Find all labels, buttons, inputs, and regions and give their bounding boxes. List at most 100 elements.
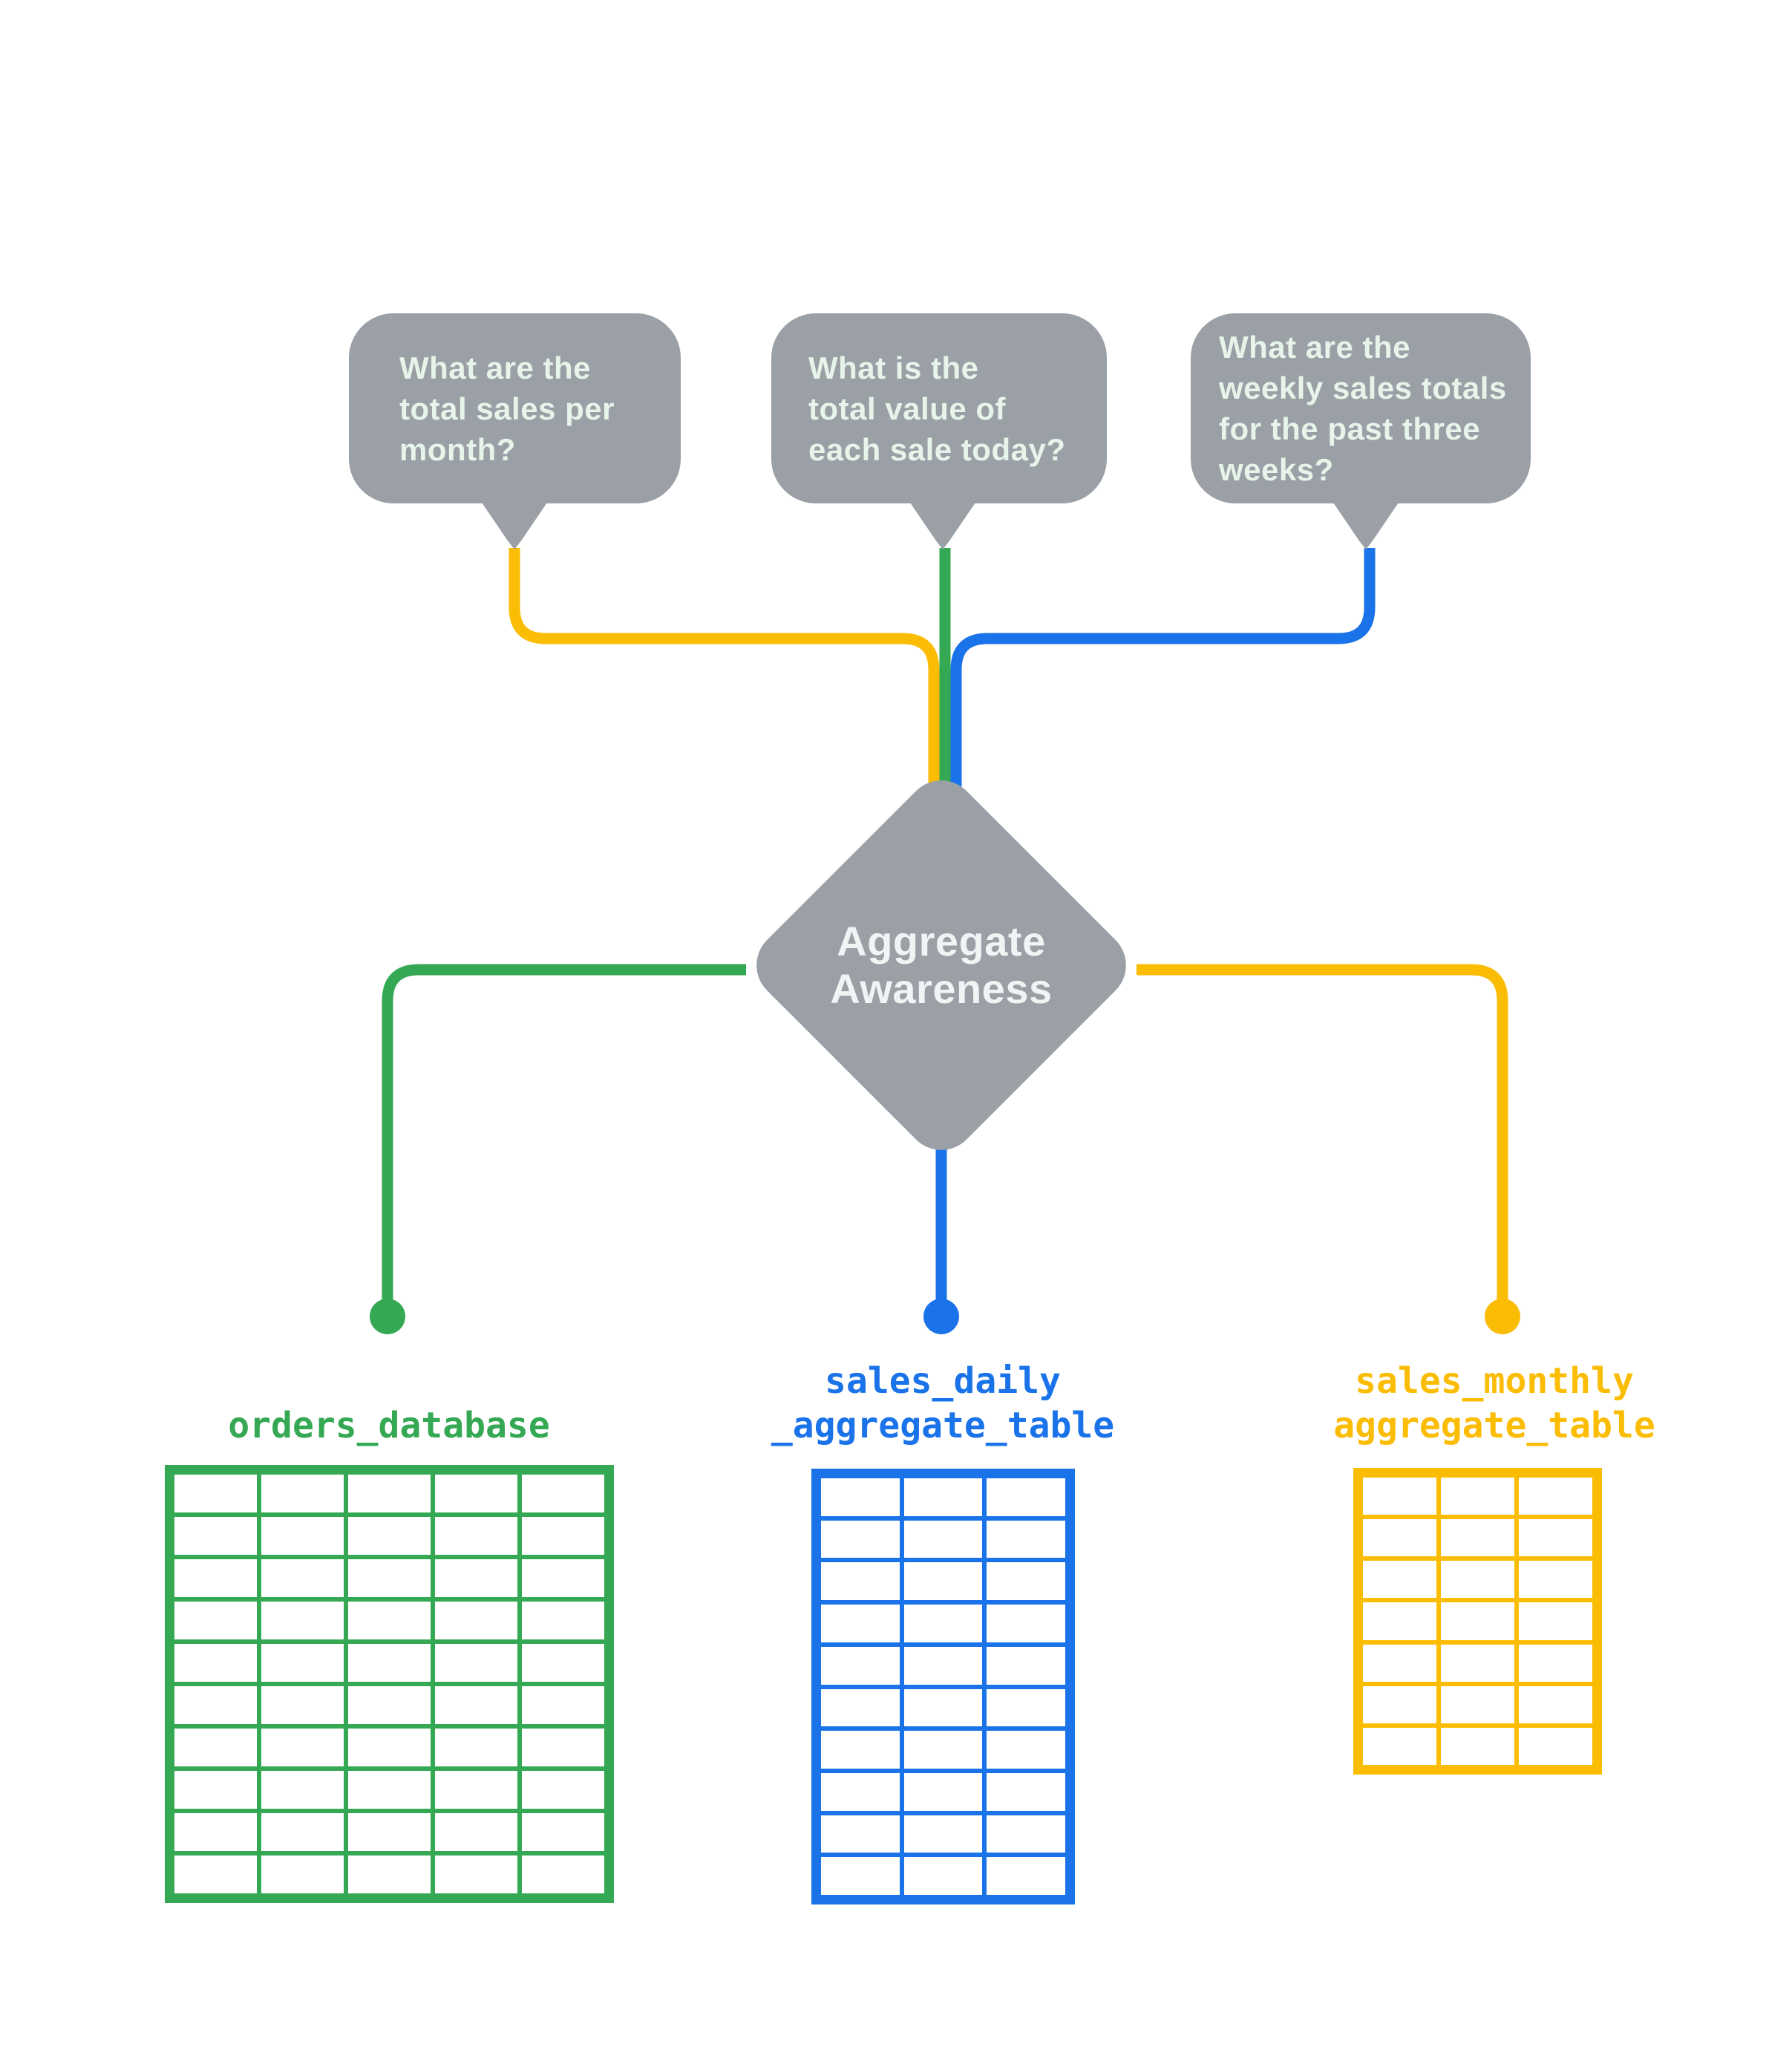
table-cell <box>261 1559 344 1597</box>
question-bubble-weekly-totals: What are the weekly sales totals for the… <box>1191 313 1531 503</box>
table-cell <box>1441 1685 1514 1723</box>
table-cell <box>174 1559 257 1597</box>
table-cell <box>261 1813 344 1851</box>
yellow-endpoint-dot <box>1485 1299 1520 1334</box>
table-cell <box>1441 1478 1514 1515</box>
table-cell <box>261 1517 344 1555</box>
connector-sales-monthly-yellow <box>1137 964 1508 1313</box>
table-cell <box>987 1772 1065 1811</box>
table-cell <box>435 1644 517 1682</box>
table-cell <box>522 1475 604 1512</box>
table-cell <box>348 1855 431 1893</box>
table-cell <box>348 1475 431 1512</box>
table-cell <box>1519 1602 1592 1640</box>
sales-monthly-aggregate-table <box>1353 1468 1602 1775</box>
table-cell <box>174 1729 257 1766</box>
table-cell <box>903 1731 983 1769</box>
connector-bubble1-yellow <box>509 548 940 832</box>
table-cell <box>1519 1561 1592 1599</box>
table-cell <box>174 1517 257 1555</box>
table-cell <box>1441 1519 1514 1557</box>
table-cell <box>987 1688 1065 1727</box>
table-cell <box>348 1644 431 1682</box>
table-cell <box>261 1602 344 1639</box>
table-cell <box>821 1815 900 1853</box>
table-cell <box>1363 1602 1436 1640</box>
table-cell <box>821 1478 900 1516</box>
table-cell <box>261 1855 344 1893</box>
table-cell <box>435 1729 517 1766</box>
table-cell <box>348 1729 431 1766</box>
table-cell <box>435 1475 517 1512</box>
table-cell <box>1363 1644 1436 1682</box>
table-cell <box>435 1602 517 1639</box>
table-cell <box>1441 1561 1514 1599</box>
table-cell <box>987 1815 1065 1853</box>
table-cell <box>174 1644 257 1682</box>
table-cell <box>987 1520 1065 1558</box>
table-cell <box>1363 1519 1436 1557</box>
table-cell <box>1519 1478 1592 1515</box>
table-cell <box>261 1771 344 1809</box>
sales-daily-aggregate-table-label: sales_daily _aggregate_table <box>771 1360 1115 1446</box>
table-cell <box>1441 1727 1514 1765</box>
table-cell <box>821 1731 900 1769</box>
table-cell <box>1363 1478 1436 1515</box>
question-bubble-monthly-sales-text: What are the total sales per month? <box>399 350 615 467</box>
question-bubble-sale-value-text: What is the total value of each sale tod… <box>808 350 1066 467</box>
table-cell <box>261 1475 344 1512</box>
table-cell <box>821 1605 900 1642</box>
table-cell <box>261 1644 344 1682</box>
table-cell <box>987 1478 1065 1516</box>
table-cell <box>522 1559 604 1597</box>
table-cell <box>903 1857 983 1895</box>
table-cell <box>435 1855 517 1893</box>
table-cell <box>174 1813 257 1851</box>
table-cell <box>903 1478 983 1516</box>
table-cell <box>903 1772 983 1811</box>
orders-database-label: orders_database <box>228 1405 550 1446</box>
table-cell <box>903 1688 983 1727</box>
table-cell <box>435 1559 517 1597</box>
table-cell <box>435 1813 517 1851</box>
table-cell <box>435 1517 517 1555</box>
table-cell <box>903 1815 983 1853</box>
question-bubble-weekly-totals-text: What are the weekly sales totals for the… <box>1219 330 1507 487</box>
green-endpoint-dot <box>370 1299 405 1334</box>
question-bubble-monthly-sales: What are the total sales per month? <box>349 313 681 503</box>
table-cell <box>348 1517 431 1555</box>
table-cell <box>261 1686 344 1724</box>
table-cell <box>903 1562 983 1601</box>
table-cell <box>1519 1685 1592 1723</box>
table-cell <box>348 1813 431 1851</box>
table-cell <box>174 1475 257 1512</box>
table-cell <box>522 1729 604 1766</box>
table-cell <box>522 1813 604 1851</box>
table-cell <box>1441 1644 1514 1682</box>
table-cell <box>1363 1685 1436 1723</box>
table-cell <box>903 1646 983 1685</box>
table-cell <box>821 1520 900 1558</box>
table-cell <box>261 1729 344 1766</box>
question-bubble-sale-value: What is the total value of each sale tod… <box>771 313 1107 503</box>
orders-database-table <box>165 1465 614 1903</box>
sales-monthly-aggregate-table-label: sales_monthly aggregate_table <box>1333 1360 1655 1446</box>
table-cell <box>987 1562 1065 1601</box>
connector-bubble3-blue <box>950 548 1376 832</box>
aggregate-awareness-label: Aggregate Awareness <box>830 918 1053 1012</box>
table-cell <box>522 1517 604 1555</box>
connector-orders-database-green <box>382 964 746 1313</box>
table-cell <box>821 1562 900 1601</box>
table-cell <box>522 1644 604 1682</box>
table-cell <box>522 1686 604 1724</box>
table-cell <box>174 1855 257 1893</box>
table-cell <box>903 1605 983 1642</box>
table-cell <box>435 1686 517 1724</box>
table-cell <box>821 1857 900 1895</box>
table-cell <box>174 1771 257 1809</box>
table-cell <box>522 1602 604 1639</box>
table-cell <box>522 1771 604 1809</box>
table-cell <box>435 1771 517 1809</box>
